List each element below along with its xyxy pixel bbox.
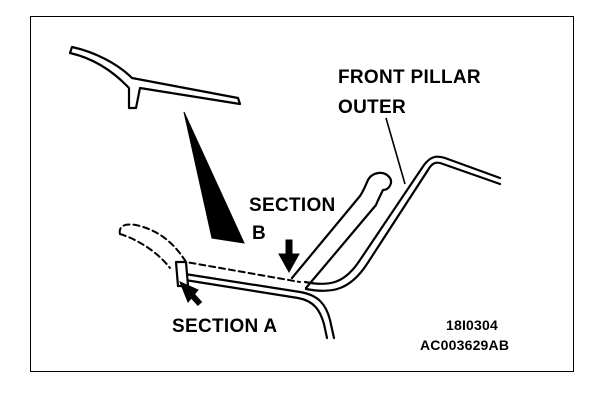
front-pillar-outer-panel [303, 155, 502, 292]
molding-clip-section-b [290, 171, 393, 290]
front-pillar-leader-line [385, 117, 406, 185]
dashed-molding-outline [118, 223, 301, 283]
front-pillar-label-line2: OUTER [338, 97, 406, 118]
section-b-label-line2: B [252, 223, 267, 244]
figure-code-2: AC003629AB [420, 337, 510, 353]
inner-body-panel [183, 272, 336, 340]
front-pillar-label-line1: FRONT PILLAR [338, 67, 481, 88]
figure-code-1: 18I0304 [446, 317, 499, 333]
detail-pointer-wedge [183, 111, 245, 244]
section-a-label: SECTION A [172, 316, 278, 337]
section-b-label-line1: SECTION [249, 195, 336, 216]
section-b-arrow [278, 239, 300, 274]
section-a-arrow [179, 281, 203, 307]
molding-detail [68, 45, 242, 110]
